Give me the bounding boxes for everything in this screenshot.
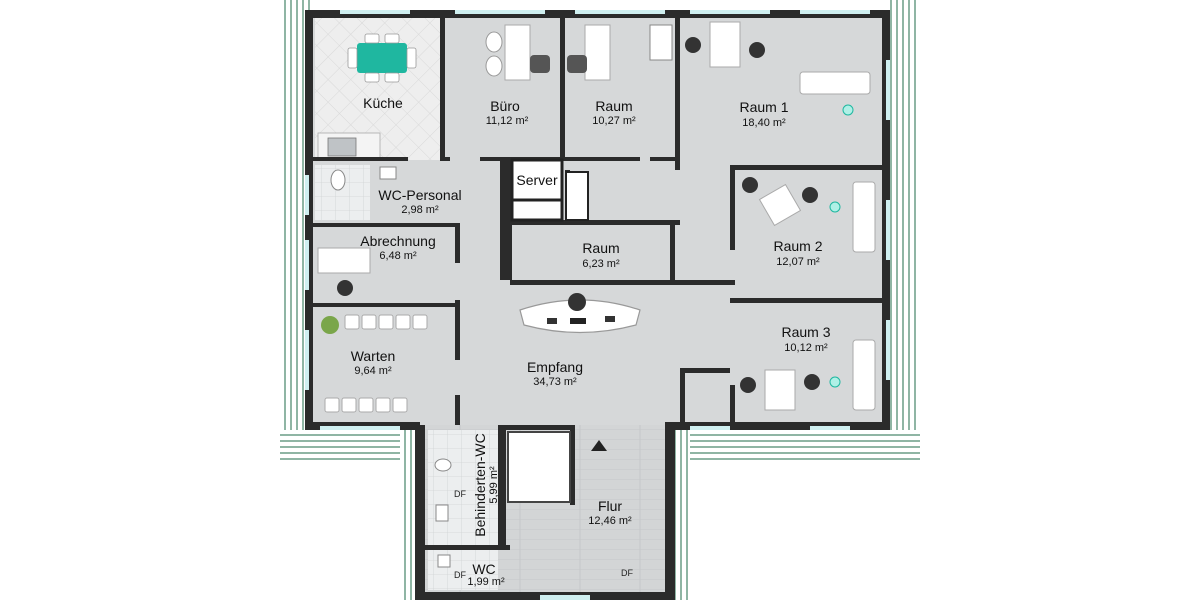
office-chair-icon [749, 42, 765, 58]
room-name: Büro [490, 98, 520, 114]
room-area: 34,73 m² [533, 376, 577, 388]
plant-icon [321, 316, 339, 334]
room-name: WC [472, 561, 495, 577]
sofa-icon [799, 71, 871, 95]
stairwell [507, 431, 571, 503]
washbasin-icon [379, 166, 397, 180]
room-labels: Küche Büro 11,12 m² Raum 10,27 m² Raum 1… [351, 95, 831, 588]
office-chair-icon [530, 55, 550, 73]
room-name: Küche [363, 95, 403, 111]
dining-table-icon [357, 43, 407, 73]
room-name: Flur [598, 498, 622, 514]
office-chair-icon [740, 377, 756, 393]
df-label: DF [621, 568, 633, 578]
room-area: 1,99 m² [467, 576, 505, 588]
room-name: Empfang [527, 359, 583, 375]
office-chair-icon [337, 280, 353, 296]
office-furniture [317, 21, 876, 413]
sink-icon [327, 137, 357, 157]
office-chair-icon [567, 55, 587, 73]
washbasin-icon [437, 554, 451, 568]
office-chair-icon [685, 37, 701, 53]
reception-desk [519, 299, 641, 334]
room-area: 6,23 m² [582, 258, 620, 270]
room-name: Abrechnung [360, 233, 436, 249]
sofa-icon [852, 181, 876, 253]
room-area: 6,48 m² [379, 250, 417, 262]
room-name: Warten [351, 348, 396, 364]
room-area: 10,27 m² [592, 115, 636, 127]
toilet-icon [330, 169, 346, 191]
df-label: DF [454, 570, 466, 580]
office-chair-icon [742, 177, 758, 193]
room-area: 11,12 m² [486, 115, 529, 127]
washbasin-icon [435, 504, 449, 522]
office-chair-icon [802, 187, 818, 203]
room-name: WC-Personal [378, 187, 461, 203]
room-name: Raum 2 [773, 238, 822, 254]
room-area: 9,64 m² [354, 365, 392, 377]
entrance-arrow-icon [591, 440, 607, 451]
roof-hatching [280, 0, 920, 600]
room-name: Raum [595, 98, 632, 114]
server-label: Server [516, 172, 558, 188]
df-label: DF [454, 489, 466, 499]
room-area: 5,99 m² [488, 466, 500, 504]
room-name: Raum 3 [781, 324, 830, 340]
room-name: Raum [582, 240, 619, 256]
office-chair-icon [568, 293, 586, 311]
room-area: 10,12 m² [784, 342, 828, 354]
windows [305, 10, 890, 600]
room-area: 12,07 m² [776, 256, 820, 268]
room-area: 12,46 m² [588, 515, 632, 527]
room-area: 18,40 m² [742, 117, 786, 129]
sofa-icon [852, 339, 876, 411]
room-name: Raum 1 [739, 99, 788, 115]
room-name: Behinderten-WC [472, 433, 488, 537]
room-area: 2,98 m² [401, 204, 439, 216]
toilet-icon [434, 458, 452, 472]
office-chair-icon [804, 374, 820, 390]
